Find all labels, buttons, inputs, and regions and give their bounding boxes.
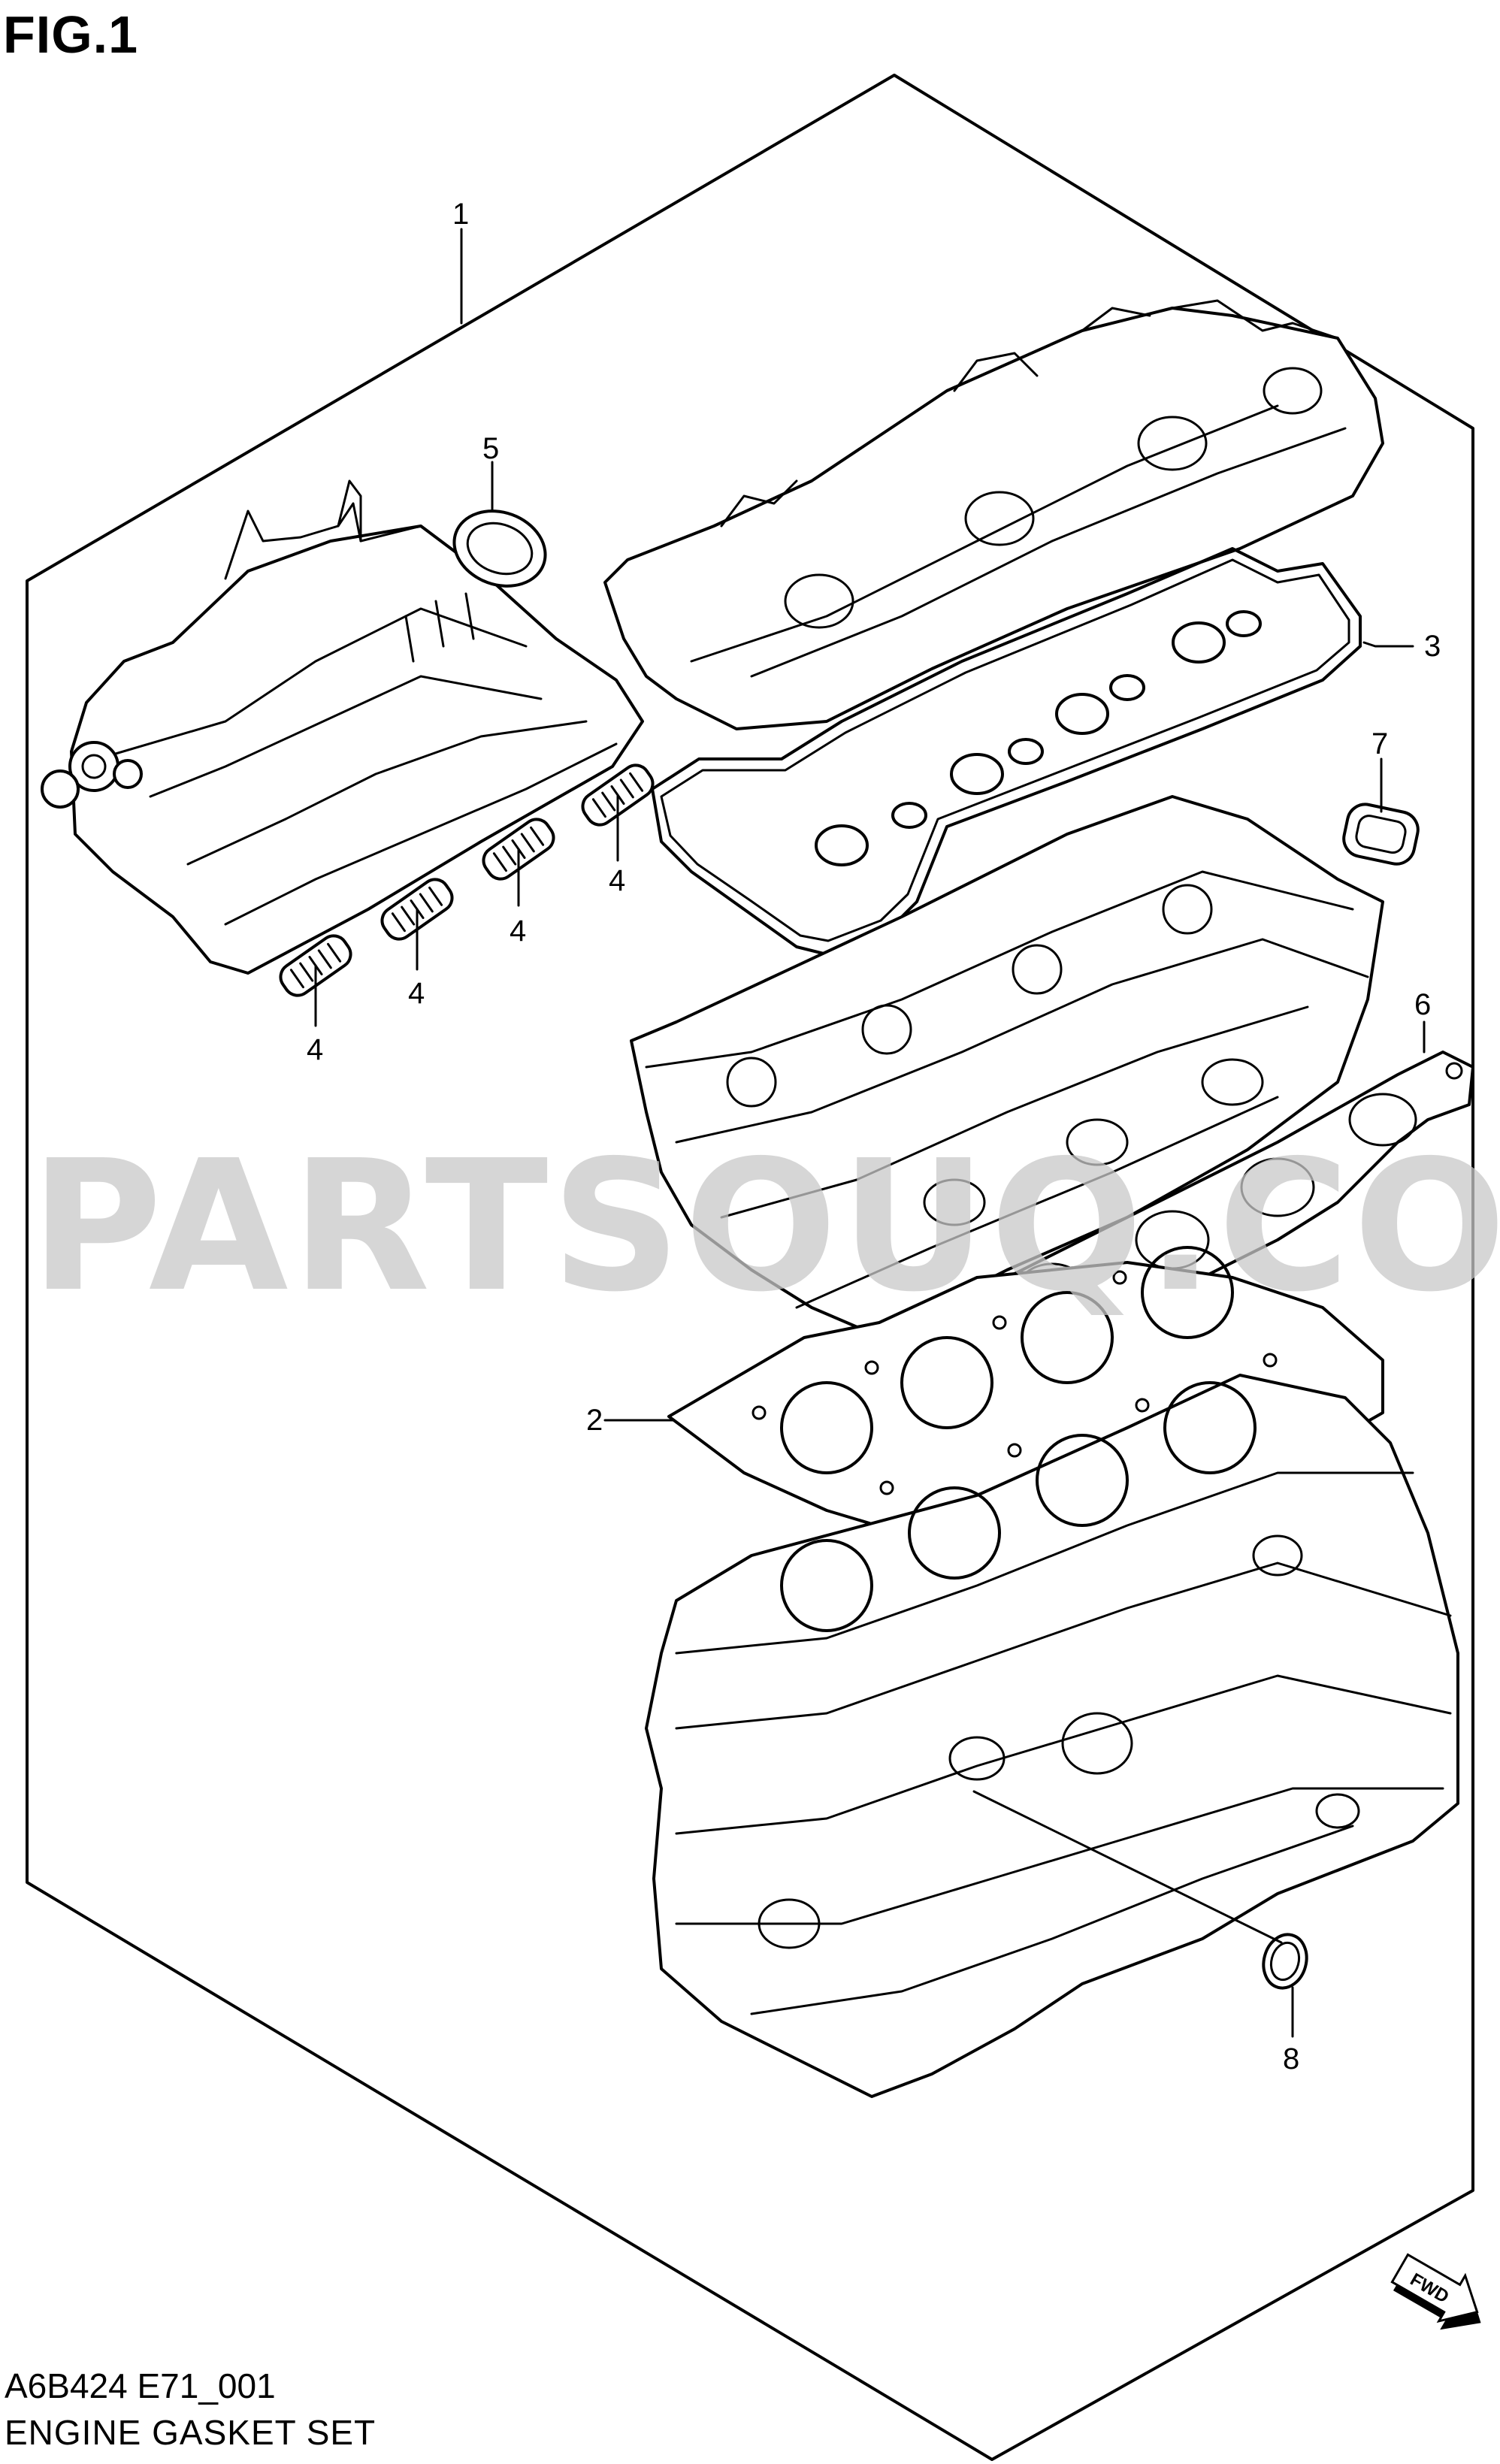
diagram-name: ENGINE GASKET SET [5, 2413, 377, 2452]
cylinder-head [630, 795, 1384, 1332]
callout-8: 8 [1283, 2042, 1299, 2076]
callout-1: 1 [452, 198, 469, 231]
callout-4-d: 4 [609, 864, 625, 897]
o-ring-seal [1262, 1933, 1308, 1990]
callout-3: 3 [1424, 630, 1441, 663]
callout-4-a: 4 [307, 1033, 323, 1066]
callout-2: 2 [586, 1404, 603, 1437]
callout-4-b: 4 [408, 977, 425, 1010]
fwd-direction-arrow: FWD [1390, 2253, 1481, 2330]
intake-manifold [41, 479, 644, 975]
head-cover-gasket [651, 547, 1362, 956]
throttle-body-gasket [452, 509, 547, 588]
callout-5: 5 [482, 432, 499, 465]
callout-4-c: 4 [510, 915, 526, 948]
leader-lines [314, 228, 1426, 2038]
small-flange-gasket [1342, 803, 1420, 866]
diagram-code: A6B424 E71_001 [5, 2366, 276, 2405]
cylinder-block [645, 1374, 1459, 2098]
callout-6: 6 [1414, 988, 1431, 1021]
callout-7: 7 [1371, 727, 1388, 760]
watermark: PARTSOUQ.COM [30, 1121, 1500, 1332]
gasket-set-boundary [26, 74, 1474, 2461]
cylinder-head-cover [603, 299, 1384, 730]
figure-label: FIG.1 [3, 5, 139, 64]
